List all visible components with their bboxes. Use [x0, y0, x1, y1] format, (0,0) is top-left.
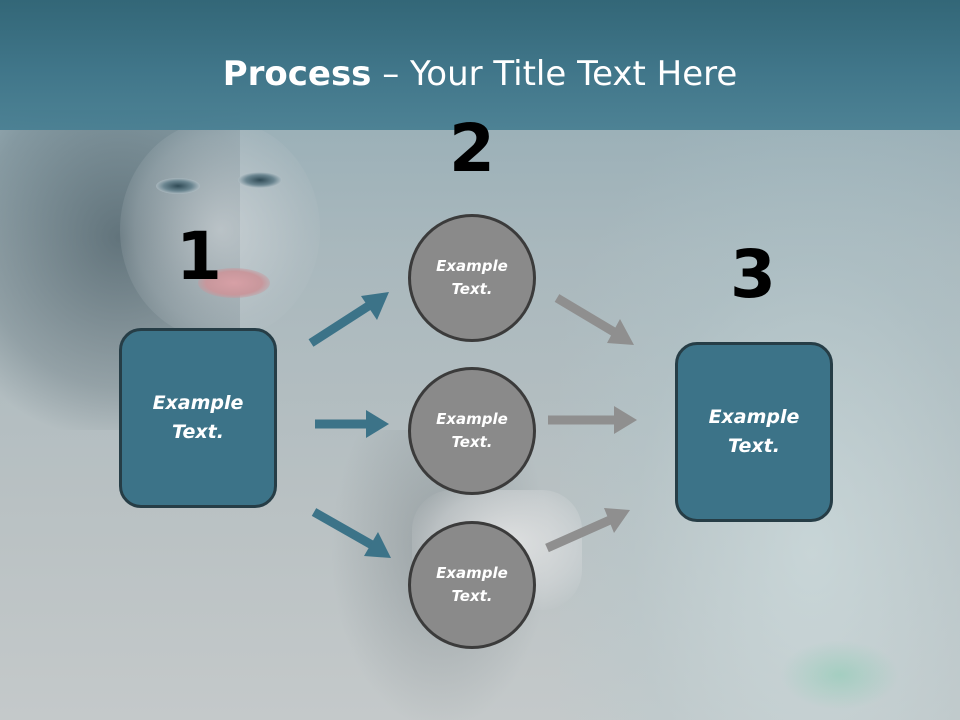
- step-2-circle-middle: Example Text.: [408, 367, 536, 495]
- arrow-middle-to-right: [548, 406, 637, 434]
- step-2-circle-top: Example Text.: [408, 214, 536, 342]
- background-face: [120, 120, 320, 340]
- arrow-bottom-to-right: [545, 508, 630, 553]
- circle-middle-text: Example Text.: [436, 410, 508, 451]
- background-green-spot: [780, 640, 900, 710]
- step-number-1: 1: [176, 218, 222, 295]
- header-band: [0, 0, 960, 130]
- step-number-3: 3: [730, 236, 776, 313]
- slide-title: Process – Your Title Text Here: [0, 52, 960, 96]
- circle-top-text: Example Text.: [436, 257, 508, 298]
- step-1-box: Example Text.: [119, 328, 277, 508]
- step-3-box-text: Example Text.: [708, 406, 800, 457]
- background-eye-left: [156, 178, 200, 194]
- title-bold-part: Process: [222, 54, 372, 94]
- arrow-top-to-right: [554, 294, 634, 345]
- step-3-box: Example Text.: [675, 342, 833, 522]
- arrow-left-to-middle: [315, 410, 389, 438]
- title-rest-part: – Your Title Text Here: [371, 54, 738, 94]
- background-lips: [198, 268, 270, 298]
- arrow-left-to-top: [308, 292, 389, 347]
- step-2-circle-bottom: Example Text.: [408, 521, 536, 649]
- background-eye-right: [238, 172, 282, 188]
- step-1-box-text: Example Text.: [152, 392, 244, 443]
- step-number-2: 2: [449, 110, 495, 187]
- arrow-left-to-bottom: [311, 508, 391, 558]
- circle-bottom-text: Example Text.: [436, 564, 508, 605]
